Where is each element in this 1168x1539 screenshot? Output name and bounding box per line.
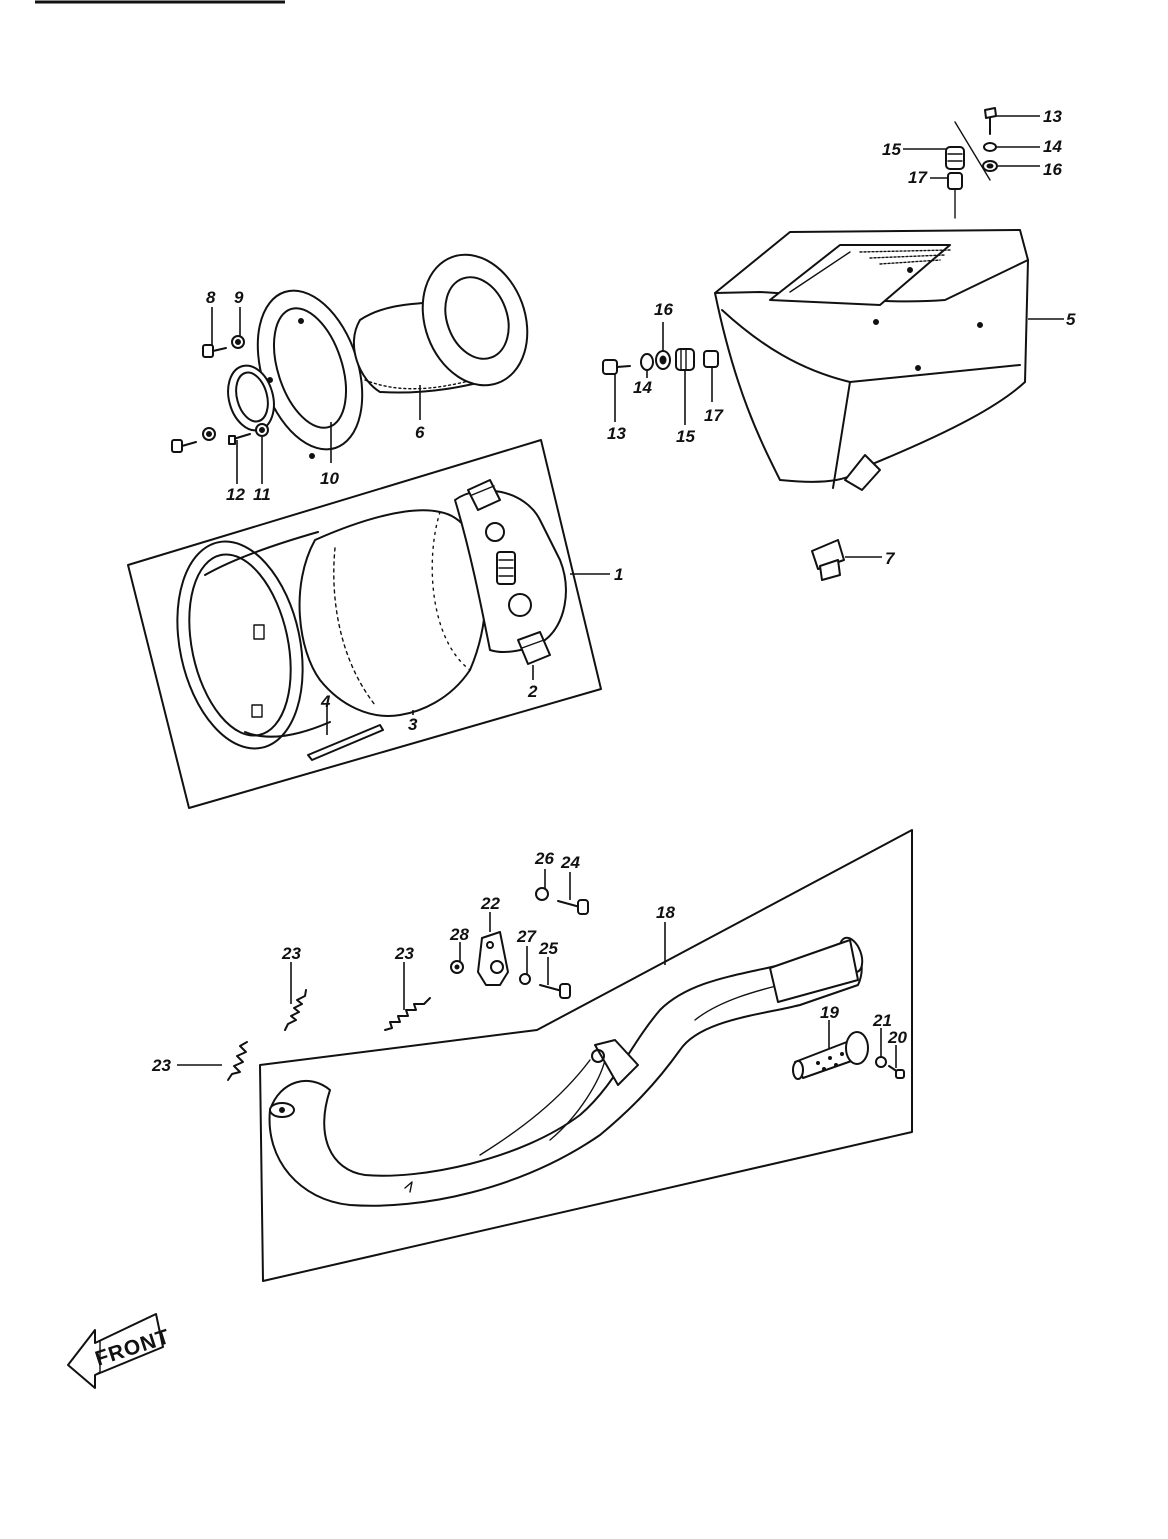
filter-element [298, 509, 487, 717]
case-side-fasteners [602, 348, 719, 375]
muffler [268, 936, 864, 1207]
air-cleaner-case [714, 229, 1029, 491]
callout-14-top: 14 [1043, 137, 1062, 156]
callout-6: 6 [415, 423, 425, 442]
drain-plug [811, 539, 845, 581]
callout-16-top: 16 [1043, 160, 1062, 179]
callout-23-c: 23 [151, 1056, 171, 1075]
callout-2: 2 [527, 682, 538, 701]
callout-23-b: 23 [394, 944, 414, 963]
callout-4: 4 [320, 692, 331, 711]
nut-11 [202, 423, 269, 441]
callout-12: 12 [226, 485, 245, 504]
nut-9 [231, 335, 245, 349]
callout-16-side: 16 [654, 300, 673, 319]
callout-11: 11 [253, 485, 271, 504]
callout-15-top: 15 [882, 140, 901, 159]
callout-1: 1 [614, 565, 623, 584]
leader-lines [177, 115, 1064, 1068]
front-direction-arrow: FRONT [67, 1313, 173, 1389]
spring-3 [227, 1041, 248, 1081]
callout-13-side: 13 [607, 424, 626, 443]
callout-23-a: 23 [281, 944, 301, 963]
case-top-fasteners [945, 107, 998, 219]
spring-1 [284, 989, 307, 1031]
callout-8: 8 [206, 288, 216, 307]
spring-2 [384, 997, 431, 1031]
spark-arrester [792, 1031, 869, 1080]
inlet-duct [352, 253, 529, 394]
callout-9: 9 [234, 288, 244, 307]
callout-24: 24 [560, 853, 580, 872]
callout-labels: 1 2 3 4 5 6 7 8 9 10 11 12 13 14 16 15 1… [151, 107, 1076, 1075]
element-holder [176, 531, 331, 750]
callout-3: 3 [408, 715, 418, 734]
bolt-25 [539, 983, 571, 999]
callout-15-side: 15 [676, 427, 695, 446]
callout-20: 20 [887, 1028, 907, 1047]
cotter-pin [307, 724, 384, 761]
callout-17-top: 17 [908, 168, 928, 187]
callout-27: 27 [516, 927, 537, 946]
callout-10: 10 [320, 469, 339, 488]
muffler-assembly-box [259, 829, 913, 1282]
element-cover-plate [454, 489, 567, 653]
bolt-8 [202, 344, 227, 358]
nut-28 [450, 960, 464, 974]
bolt-24 [557, 899, 589, 915]
bolt-20 [888, 1065, 905, 1079]
callout-22: 22 [480, 894, 500, 913]
callout-14-side: 14 [633, 378, 652, 397]
callout-28: 28 [449, 925, 469, 944]
muffler-bracket [477, 931, 509, 986]
callout-21: 21 [872, 1011, 892, 1030]
washer-27 [519, 973, 531, 985]
callout-26: 26 [534, 849, 554, 868]
callout-25: 25 [538, 939, 558, 958]
air-cleaner-assembly-box [127, 439, 602, 809]
callout-17-side: 17 [704, 406, 724, 425]
clip-upper [467, 479, 501, 511]
callout-18: 18 [656, 903, 675, 922]
clip-lower [517, 631, 551, 665]
callout-13-top: 13 [1043, 107, 1062, 126]
bolt-12 [171, 433, 251, 453]
callout-5: 5 [1066, 310, 1076, 329]
callout-19: 19 [820, 1003, 839, 1022]
washer-21 [875, 1056, 887, 1068]
nut-26 [535, 887, 549, 901]
callout-7: 7 [885, 549, 896, 568]
